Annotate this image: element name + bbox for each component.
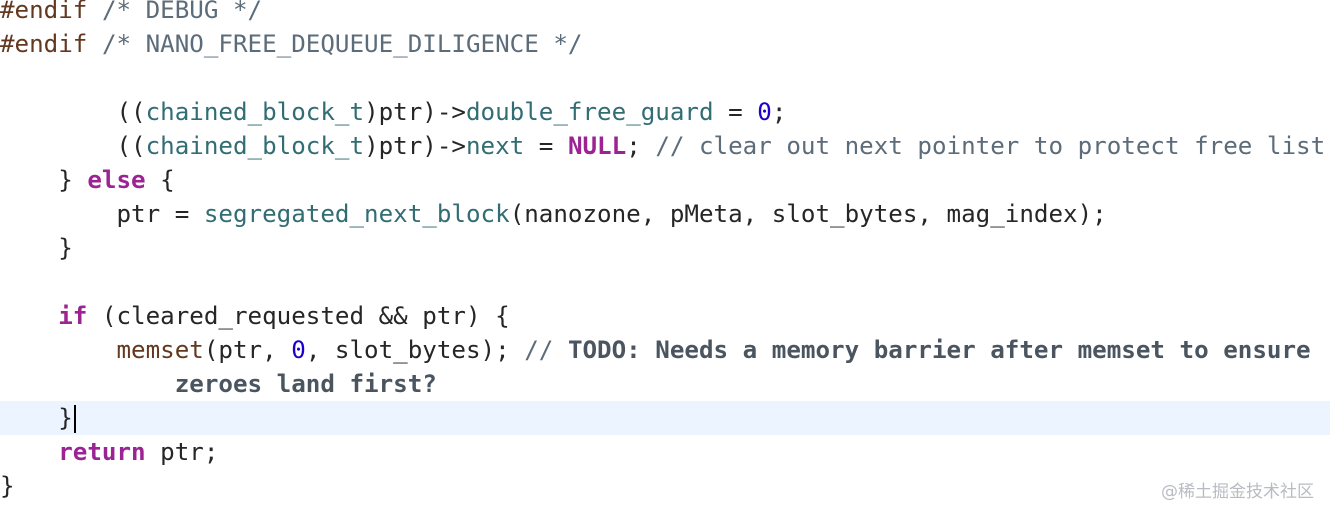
code-token: } bbox=[0, 166, 88, 194]
code-line[interactable]: } bbox=[0, 401, 1330, 435]
code-token: ptr; bbox=[145, 438, 219, 466]
code-token: (( bbox=[0, 132, 146, 160]
code-token: if bbox=[58, 302, 88, 330]
code-token: chained_block_t bbox=[145, 132, 365, 160]
watermark: @稀土掘金技术社区 bbox=[1161, 482, 1314, 502]
code-token: (cleared_requested && ptr) { bbox=[87, 302, 510, 330]
code-line[interactable]: if (cleared_requested && ptr) { bbox=[0, 299, 1330, 333]
code-line[interactable]: #endif /* DEBUG */ bbox=[0, 0, 1330, 27]
code-token: return bbox=[58, 438, 146, 466]
code-token: { bbox=[145, 166, 175, 194]
code-token: )ptr)-> bbox=[364, 98, 466, 126]
code-line[interactable]: } else { bbox=[0, 163, 1330, 197]
code-token: memset bbox=[116, 336, 204, 364]
code-token: } bbox=[0, 472, 15, 500]
code-token: segregated_next_block bbox=[203, 200, 510, 228]
code-token: ; bbox=[771, 98, 787, 126]
code-token: 0 bbox=[291, 336, 306, 364]
code-token: = bbox=[524, 132, 568, 160]
code-line[interactable] bbox=[0, 265, 1330, 299]
code-token: /* NANO_FREE_DEQUEUE_DILIGENCE */ bbox=[101, 30, 583, 58]
code-token: } bbox=[0, 234, 73, 262]
code-token: /* DEBUG */ bbox=[101, 0, 263, 24]
code-line[interactable]: memset(ptr, 0, slot_bytes); // TODO: Nee… bbox=[0, 333, 1330, 367]
code-token: next bbox=[466, 132, 525, 160]
code-line[interactable] bbox=[0, 61, 1330, 95]
code-token bbox=[0, 302, 58, 330]
code-token: = bbox=[713, 98, 758, 126]
code-token: TODO: Needs a memory barrier after memse… bbox=[567, 336, 1311, 364]
code-token: } bbox=[0, 404, 73, 432]
code-token: )ptr)-> bbox=[364, 132, 466, 160]
code-token: #endif bbox=[0, 30, 102, 58]
code-token: // bbox=[524, 336, 568, 364]
code-token: chained_block_t bbox=[145, 98, 365, 126]
code-token: (( bbox=[0, 98, 146, 126]
code-token bbox=[0, 336, 117, 364]
code-line[interactable]: ((chained_block_t)ptr)->double_free_guar… bbox=[0, 95, 1330, 129]
code-token: (nanozone, pMeta, slot_bytes, mag_index)… bbox=[509, 200, 1107, 228]
code-line[interactable]: return ptr; bbox=[0, 435, 1330, 469]
code-token: NULL bbox=[567, 132, 627, 160]
code-line[interactable]: zeroes land first? bbox=[0, 367, 1330, 401]
code-line[interactable]: #endif /* NANO_FREE_DEQUEUE_DILIGENCE */ bbox=[0, 27, 1330, 61]
code-token: ptr = bbox=[0, 200, 204, 228]
code-token: double_free_guard bbox=[466, 98, 714, 126]
code-line[interactable]: } bbox=[0, 469, 1330, 503]
code-token: zeroes land first? bbox=[0, 370, 437, 398]
text-cursor bbox=[73, 405, 76, 433]
code-token: 0 bbox=[757, 98, 772, 126]
code-token: ; bbox=[626, 132, 656, 160]
code-line[interactable]: ptr = segregated_next_block(nanozone, pM… bbox=[0, 197, 1330, 231]
code-token: #endif bbox=[0, 0, 102, 24]
code-line[interactable]: } bbox=[0, 231, 1330, 265]
code-token: , slot_bytes); bbox=[305, 336, 525, 364]
code-token: else bbox=[87, 166, 146, 194]
code-token: // clear out next pointer to protect fre… bbox=[655, 132, 1326, 160]
code-token bbox=[0, 438, 58, 466]
code-token: (ptr, bbox=[203, 336, 292, 364]
code-line[interactable]: ((chained_block_t)ptr)->next = NULL; // … bbox=[0, 129, 1330, 163]
